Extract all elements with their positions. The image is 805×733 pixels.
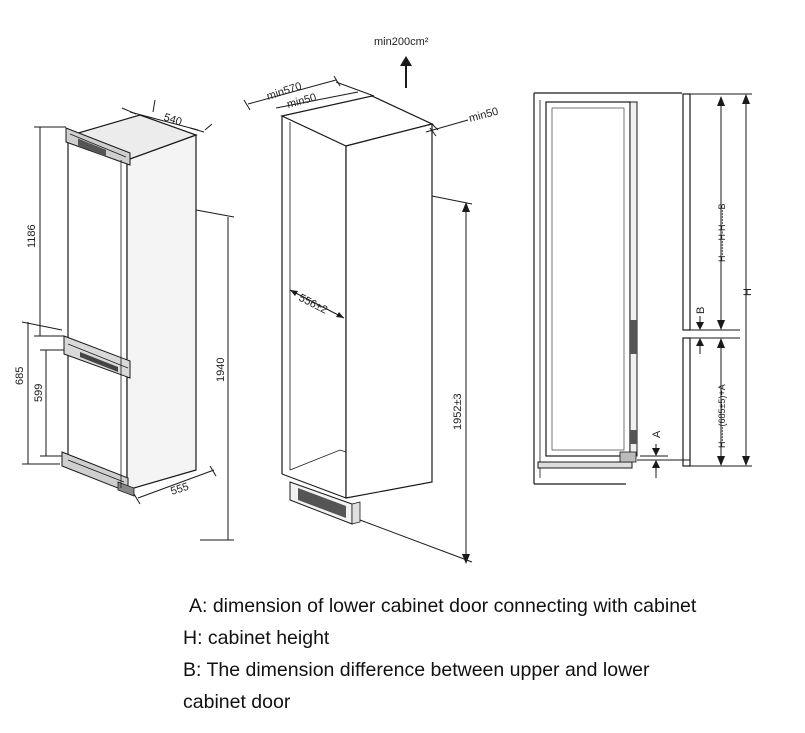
- legend: A: dimension of lower cabinet door conne…: [183, 592, 798, 720]
- label-B: B: [695, 307, 707, 314]
- dim-line-555: [137, 469, 215, 499]
- label-1952: 1952±3: [452, 393, 464, 430]
- cabinet-figure: min200cm² min570 min50 min50 556±2 1952±…: [243, 36, 500, 564]
- legend-line-b-cont: cabinet door: [183, 691, 291, 713]
- dim-line-540: [129, 111, 199, 131]
- label-lower-formula: H-----(685±5)+A: [717, 384, 727, 448]
- label-H: H: [742, 288, 754, 296]
- label-A: A: [651, 430, 663, 438]
- section-figure: H H-----H-H-----B H-----(685±5)+A B A: [533, 92, 754, 485]
- label-540: 540: [162, 111, 183, 128]
- dim-line-min570: [247, 79, 337, 105]
- label-685: 685: [14, 367, 26, 385]
- dim-line-min50-right: [425, 119, 469, 133]
- vent-arrow-head: [400, 56, 412, 66]
- label-vent-area: min200cm²: [374, 36, 429, 48]
- label-555: 555: [169, 481, 190, 498]
- label-1940: 1940: [215, 358, 227, 382]
- label-556: 556±2: [297, 292, 330, 317]
- legend-line-h: H: cabinet height: [183, 627, 330, 649]
- appliance-figure: 540 1186 685 599 1940 555: [14, 99, 235, 541]
- label-599: 599: [33, 384, 45, 402]
- legend-line-b: B: The dimension difference between uppe…: [183, 659, 650, 681]
- dim-line-556: [289, 289, 345, 319]
- installation-drawing: 540 1186 685 599 1940 555 min200cm²: [14, 36, 754, 564]
- label-min50-right: min50: [468, 106, 500, 125]
- label-upper-formula: H-----H-H-----B: [717, 204, 727, 262]
- label-1186: 1186: [26, 224, 38, 248]
- legend-line-a: A: dimension of lower cabinet door conne…: [189, 595, 697, 617]
